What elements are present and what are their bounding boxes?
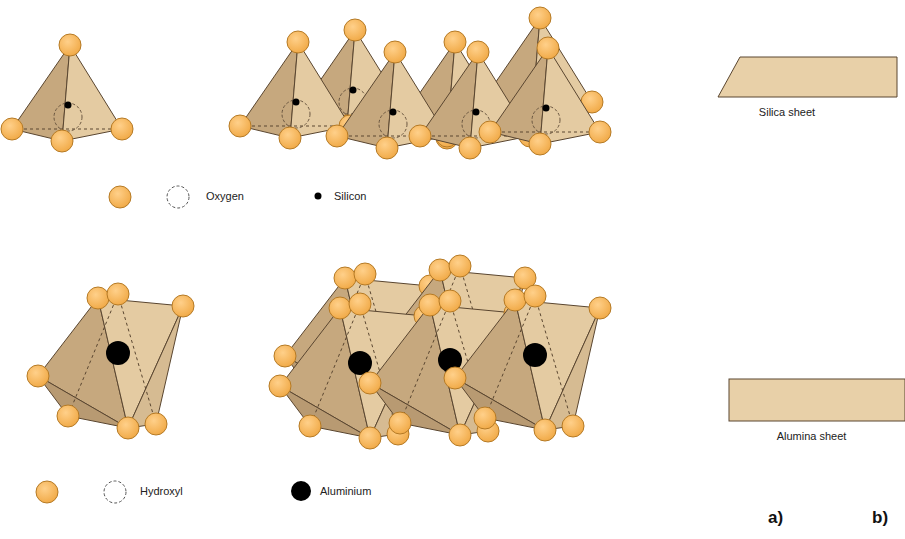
sheet-caption: Silica sheet	[716, 106, 898, 118]
sheet-caption: Alumina sheet	[728, 430, 905, 442]
silica-sheet-symbol: Silica sheet	[716, 56, 898, 120]
legend-text: Oxygen	[206, 190, 244, 202]
sheet-outline	[728, 378, 905, 422]
panel-label: a)	[768, 508, 783, 528]
sheet-outline	[716, 56, 898, 98]
legend-text: Aluminium	[320, 485, 371, 497]
alumina-sheet-symbol: Alumina sheet	[728, 378, 905, 444]
legend-text: Hydroxyl	[140, 485, 183, 497]
legend-text: Silicon	[334, 190, 366, 202]
panel-label: b)	[872, 508, 888, 528]
